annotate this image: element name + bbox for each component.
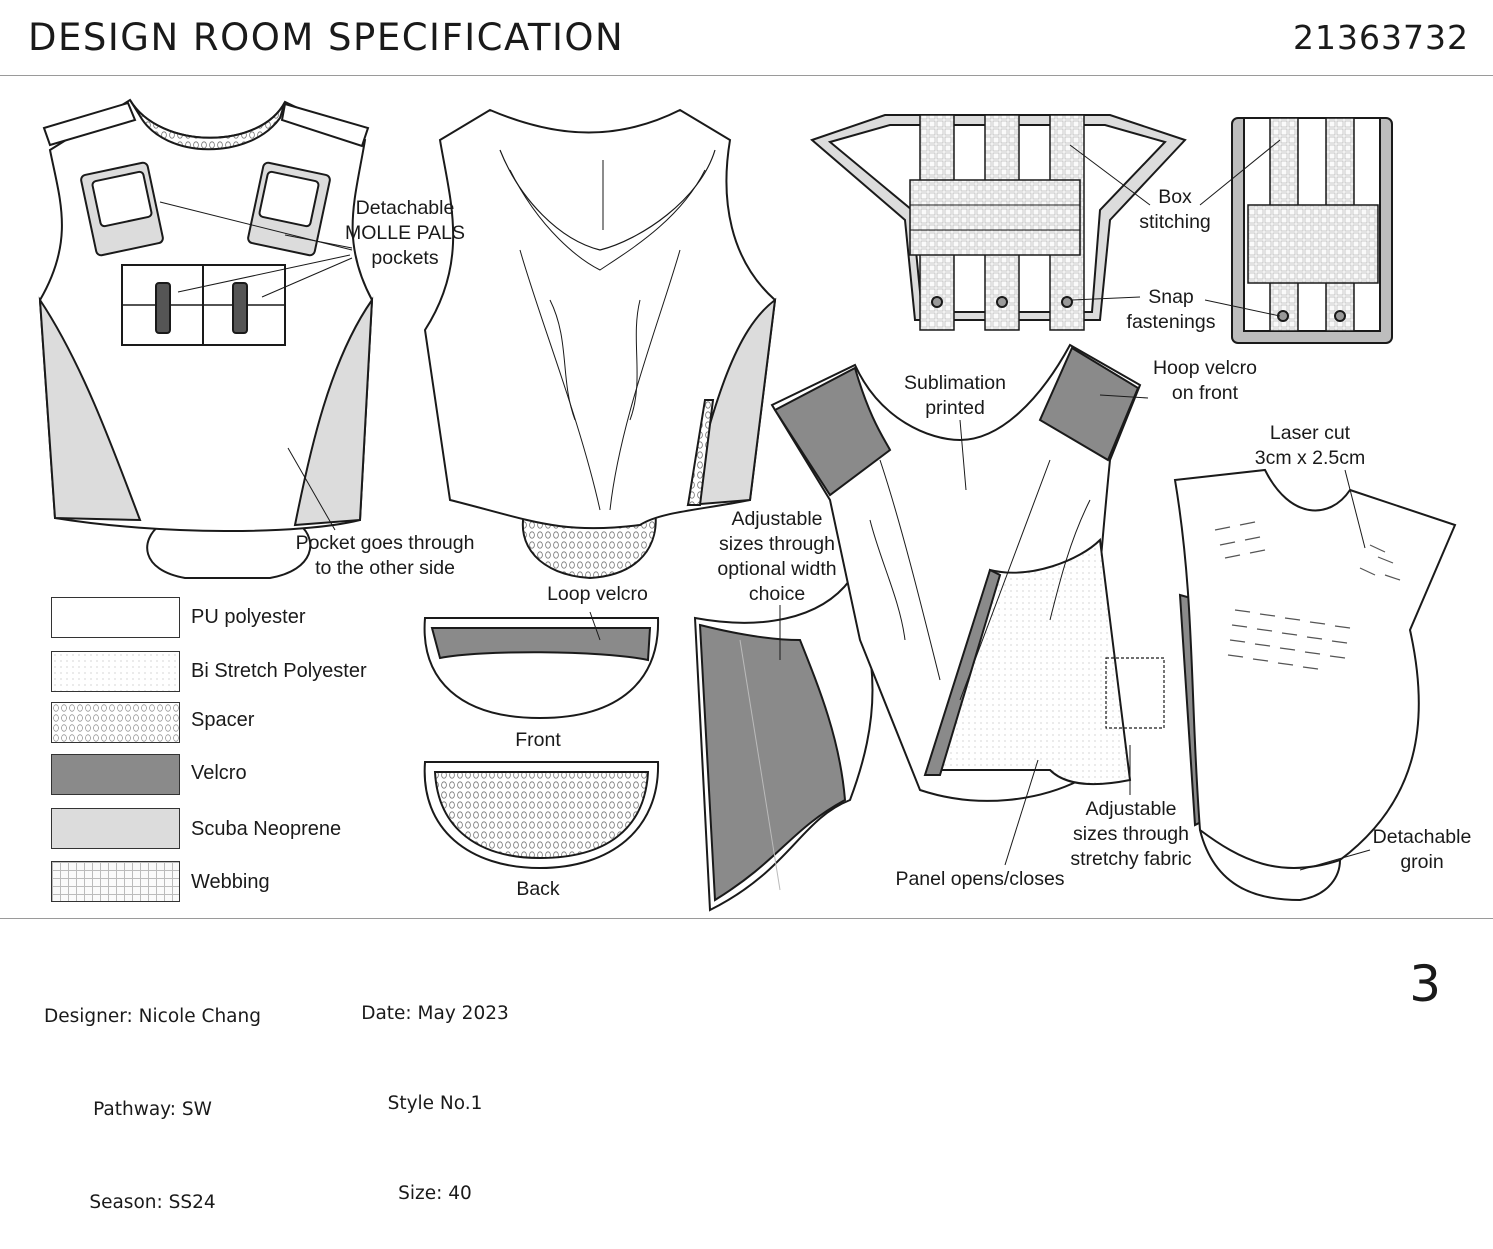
callout-adjustable-stretch: Adjustable sizes through stretchy fabric [1070,798,1192,870]
back-vest-drawing [423,108,777,580]
legend-label: Webbing [191,871,270,893]
page-title: DESIGN ROOM SPECIFICATION [28,16,625,59]
callout-sublimation: Sublimation printed [904,372,1006,419]
swatch-scuba-neoprene [51,808,180,849]
swatch-webbing [51,861,180,902]
technical-drawings [38,98,1457,912]
groin-front-drawing [423,611,660,720]
swatch-bi-stretch [51,651,180,692]
footer-divider [0,918,1493,919]
callout-box-stitching: Box stitching [1139,186,1211,233]
back-panel-drawing [810,114,1187,331]
legend-label: Scuba Neoprene [191,818,342,840]
label-front: Front [515,729,561,751]
pathway: Pathway: SW [93,1099,212,1120]
page-number: 3 [1409,955,1441,1013]
callout-molle-pockets: Detachable MOLLE PALS pockets [345,197,465,269]
footer-designer-info: Designer: Nicole Chang Pathway: SW Seaso… [30,939,275,1249]
callout-laser-cut: Laser cut 3cm x 2.5cm [1254,422,1366,469]
callout-adjustable-width: Adjustable sizes through optional width … [717,508,837,605]
callout-hoop-velcro: Hoop velcro on front [1152,357,1258,404]
legend-label: Bi Stretch Polyester [191,660,367,682]
size: Size: 40 [398,1183,472,1204]
date: Date: May 2023 [361,1003,509,1024]
side-panel-drawing [1199,117,1393,344]
callout-pocket-through: Pocket goes through to the other side [295,532,475,579]
legend-label: Velcro [191,762,247,784]
open-vest-drawing [693,343,1457,912]
style-number: Style No.1 [387,1093,483,1114]
swatch-spacer [51,702,180,743]
label-back: Back [516,878,560,900]
swatch-velcro [51,754,180,795]
callout-snap-fastenings: Snap fastenings [1126,286,1216,333]
callout-panel-opens: Panel opens/closes [895,868,1065,890]
header-divider [0,75,1493,76]
designer-name: Designer: Nicole Chang [44,1006,261,1027]
callout-loop-velcro: Loop velcro [547,583,648,605]
callout-detachable-groin: Detachable groin [1372,826,1472,873]
legend-label: Spacer [191,709,255,731]
front-vest-drawing [38,98,374,579]
season: Season: SS24 [89,1192,216,1213]
swatch-pu-polyester [51,597,180,638]
groin-back-drawing [423,761,660,870]
footer-style-info: Date: May 2023 Style No.1 Size: 40 [355,939,515,1239]
legend-label: PU polyester [191,606,306,628]
document-number: 21363732 [1293,18,1469,57]
